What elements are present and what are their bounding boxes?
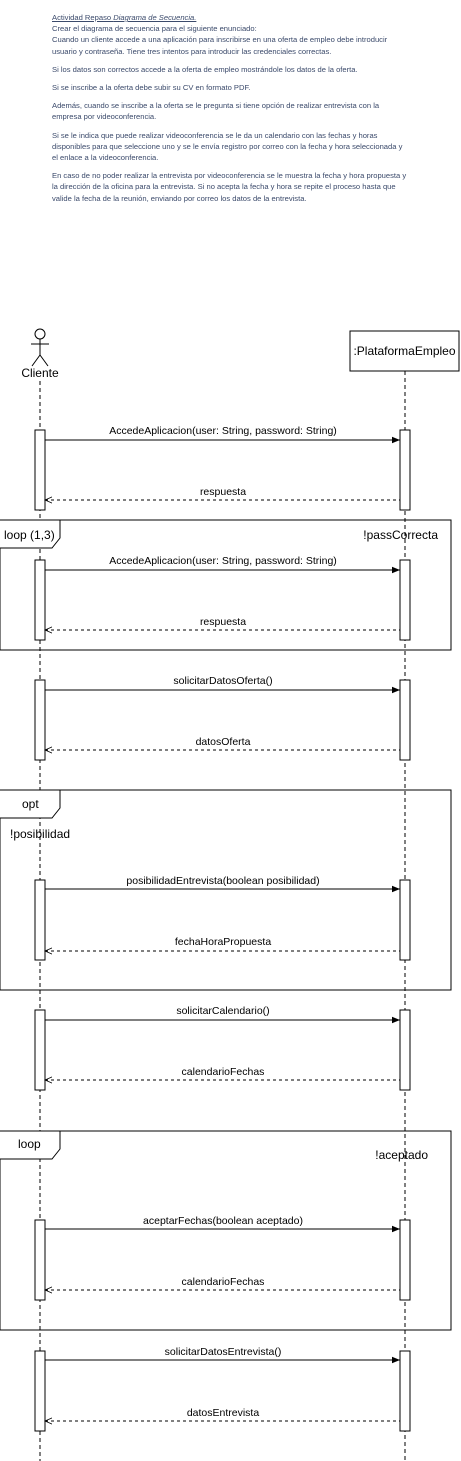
- activation-bar-platform: [399, 429, 411, 511]
- statement-paragraph: Crear el diagrama de secuencia para el s…: [52, 24, 388, 56]
- fragment-operator-tab: [0, 519, 61, 549]
- message-label: aceptarFechas(boolean aceptado): [143, 1215, 303, 1227]
- message-call: aceptarFechas(boolean aceptado): [45, 1215, 400, 1233]
- message-label: posibilidadEntrevista(boolean posibilida…: [126, 875, 319, 887]
- activation-bar-client: [34, 879, 46, 961]
- fragment-guard: !passCorrecta: [363, 528, 438, 542]
- fragment-guard: !aceptado: [375, 1148, 428, 1162]
- message-return: calendarioFechas: [45, 1066, 400, 1080]
- actor-platform-box: [349, 330, 460, 372]
- activation-bar-client: [34, 1219, 46, 1301]
- fragment-loop-aceptado: loop !aceptado: [0, 1130, 452, 1331]
- statement-paragraph: Si se le indica que puede realizar video…: [52, 130, 403, 163]
- fragment-frame: [0, 1130, 452, 1331]
- activation-bar-client: [34, 1350, 46, 1432]
- message-label: solicitarCalendario(): [176, 1005, 269, 1017]
- message-call: AccedeAplicacion(user: String, password:…: [45, 555, 400, 574]
- actor-client: Cliente: [21, 328, 59, 380]
- message-label: fechaHoraPropuesta: [175, 936, 271, 948]
- message-return: datosOferta: [45, 736, 400, 750]
- message-label: calendarioFechas: [182, 1276, 265, 1288]
- message-call: solicitarDatosEntrevista(): [45, 1346, 400, 1364]
- activation-bar-platform: [399, 1009, 411, 1091]
- activation-bar-client: [34, 559, 46, 641]
- fragment-loop-credentials: loop (1,3) !passCorrecta: [0, 519, 452, 651]
- message-return: fechaHoraPropuesta: [45, 936, 400, 951]
- message-return: calendarioFechas: [45, 1276, 400, 1290]
- message-label: AccedeAplicacion(user: String, password:…: [109, 555, 337, 567]
- fragment-opt-posibilidad: opt !posibilidad: [0, 789, 452, 991]
- message-label: solicitarDatosEntrevista(): [165, 1346, 282, 1358]
- problem-statement: Actividad Repaso Diagrama de Secuencia. …: [52, 12, 410, 211]
- fragment-operator: opt: [22, 797, 39, 811]
- statement-title: Actividad Repaso Diagrama de Secuencia.: [52, 12, 410, 23]
- actor-platform-label: :PlataformaEmpleo: [353, 344, 455, 358]
- fragment-operator-tab: [0, 789, 61, 819]
- activation-bar-platform: [399, 1350, 411, 1432]
- activation-bar-platform: [399, 1219, 411, 1301]
- message-label: calendarioFechas: [182, 1066, 265, 1078]
- fragment-operator: loop (1,3): [4, 528, 55, 542]
- fragment-frame: [0, 789, 452, 991]
- actor-client-label: Cliente: [21, 366, 59, 380]
- statement-paragraph: Además, cuando se inscribe a la oferta s…: [52, 101, 380, 122]
- message-label: datosEntrevista: [187, 1407, 260, 1419]
- activation-bar-platform: [399, 679, 411, 761]
- activation-bar-client: [34, 429, 46, 511]
- message-call: posibilidadEntrevista(boolean posibilida…: [45, 875, 400, 893]
- message-label: datosOferta: [196, 736, 251, 748]
- actor-platform: :PlataformaEmpleo: [349, 330, 460, 372]
- message-call: solicitarCalendario(): [45, 1005, 400, 1024]
- message-return: respuesta: [45, 616, 400, 630]
- fragment-operator-tab: [0, 1130, 61, 1160]
- message-label: solicitarDatosOferta(): [173, 675, 272, 687]
- fragment-operator: loop: [18, 1137, 41, 1151]
- statement-title-italic: Diagrama de Secuencia.: [113, 13, 197, 22]
- stick-figure-icon: [31, 328, 49, 367]
- message-call: solicitarDatosOferta(): [45, 675, 400, 694]
- message-return: datosEntrevista: [45, 1407, 400, 1421]
- fragment-guard: !posibilidad: [10, 827, 70, 841]
- statement-paragraph: En caso de no poder realizar la entrevis…: [52, 171, 407, 203]
- message-call: AccedeAplicacion(user: String, password:…: [45, 425, 400, 444]
- activation-bar-platform: [399, 559, 411, 641]
- message-label: respuesta: [200, 616, 246, 628]
- statement-title-prefix: Actividad Repaso: [52, 13, 114, 22]
- activation-bar-platform: [399, 879, 411, 961]
- statement-paragraph: Si los datos son correctos accede a la o…: [52, 64, 358, 74]
- message-label: AccedeAplicacion(user: String, password:…: [109, 425, 337, 437]
- fragment-frame: [0, 519, 452, 651]
- message-label: respuesta: [200, 486, 246, 498]
- message-return: respuesta: [45, 486, 400, 500]
- statement-paragraph: Si se inscribe a la oferta debe subir su…: [52, 83, 251, 93]
- activation-bar-client: [34, 679, 46, 761]
- activation-bar-client: [34, 1009, 46, 1091]
